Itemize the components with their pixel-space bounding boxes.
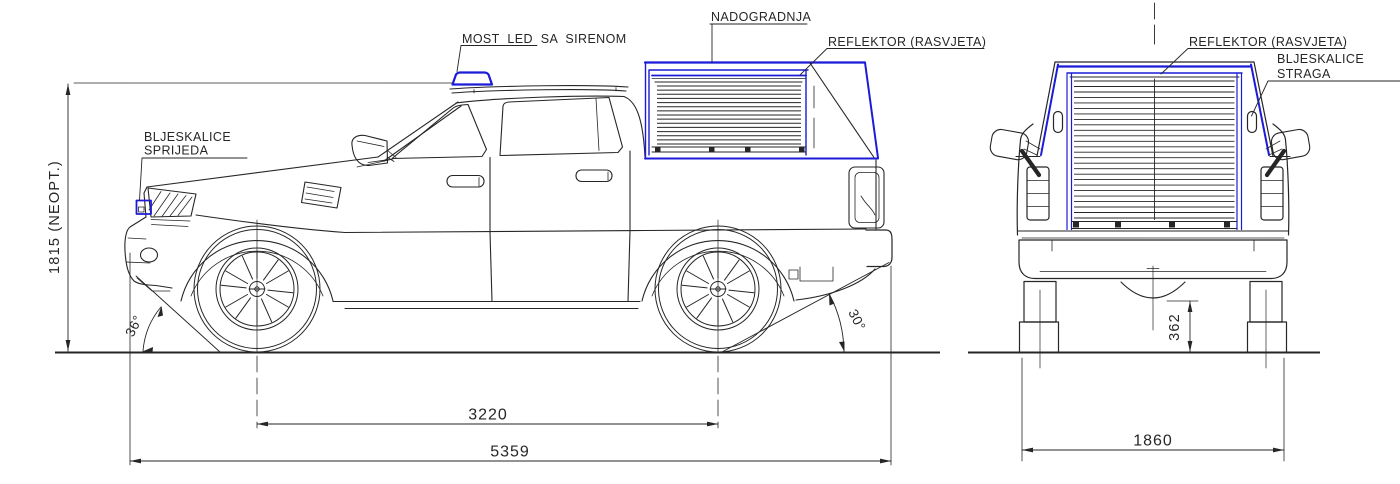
mirror-left bbox=[989, 128, 1030, 161]
label-reflector-side: REFLEKTOR (RASVJETA) bbox=[828, 35, 986, 49]
label-canopy: NADOGRADNJA bbox=[711, 10, 812, 24]
roller-shutter-side bbox=[657, 85, 801, 145]
label-rear-flashers-2: STRAGA bbox=[1277, 67, 1331, 81]
label-rear-flashers-1: BLJESKALICE bbox=[1277, 52, 1364, 66]
rear-flasher-right bbox=[1246, 110, 1258, 134]
side-mirror bbox=[351, 134, 389, 167]
rear-side-window bbox=[499, 96, 624, 157]
canopy-side bbox=[643, 61, 879, 160]
side-view: 1815 (NEOPT.) 3220 5359 36° bbox=[47, 10, 986, 466]
fog-light bbox=[139, 247, 159, 263]
grille bbox=[150, 219, 191, 227]
rear-door-handle bbox=[575, 169, 613, 183]
headlight bbox=[147, 187, 197, 218]
label-front-flashers-2: SPRIJEDA bbox=[144, 144, 209, 158]
dim-width: 1860 bbox=[1133, 433, 1173, 450]
pickup-rear-body bbox=[989, 123, 1311, 369]
angle-departure: 30° bbox=[845, 307, 868, 333]
tail-light bbox=[848, 166, 885, 229]
label-reflector-rear: REFLEKTOR (RASVJETA) bbox=[1189, 35, 1347, 49]
front-door-handle bbox=[446, 174, 485, 188]
front-side-window bbox=[391, 103, 488, 160]
rear-labels: REFLEKTOR (RASVJETA) BLJESKALICE STRAGA bbox=[1160, 35, 1400, 117]
side-dimensions: 1815 (NEOPT.) 3220 5359 36° bbox=[47, 82, 892, 466]
rear-view: 362 1860 REFLEKTOR (RASVJETA) BLJESKALIC… bbox=[968, 2, 1400, 462]
rear-bumper bbox=[865, 229, 893, 268]
dim-wheelbase: 3220 bbox=[468, 407, 508, 424]
angle-approach: 36° bbox=[122, 313, 145, 339]
rear-dimensions: 362 1860 bbox=[1021, 300, 1285, 462]
rear-flasher-left bbox=[1052, 110, 1064, 134]
front-flasher bbox=[135, 199, 152, 215]
fender-vent bbox=[300, 181, 342, 209]
dim-length: 5359 bbox=[490, 444, 530, 461]
label-led-bar: MOST LED SA SIRENOM bbox=[462, 32, 627, 46]
canopy-rear bbox=[1036, 61, 1274, 231]
side-labels: MOST LED SA SIRENOM NADOGRADNJA REFLEKTO… bbox=[139, 10, 986, 201]
mirror-right bbox=[1270, 128, 1311, 161]
led-lightbar bbox=[451, 71, 494, 86]
dim-height: 1815 (NEOPT.) bbox=[47, 160, 63, 274]
front-bumper bbox=[124, 216, 173, 289]
label-front-flashers-1: BLJESKALICE bbox=[144, 130, 231, 144]
dim-clearance: 362 bbox=[1167, 313, 1183, 341]
